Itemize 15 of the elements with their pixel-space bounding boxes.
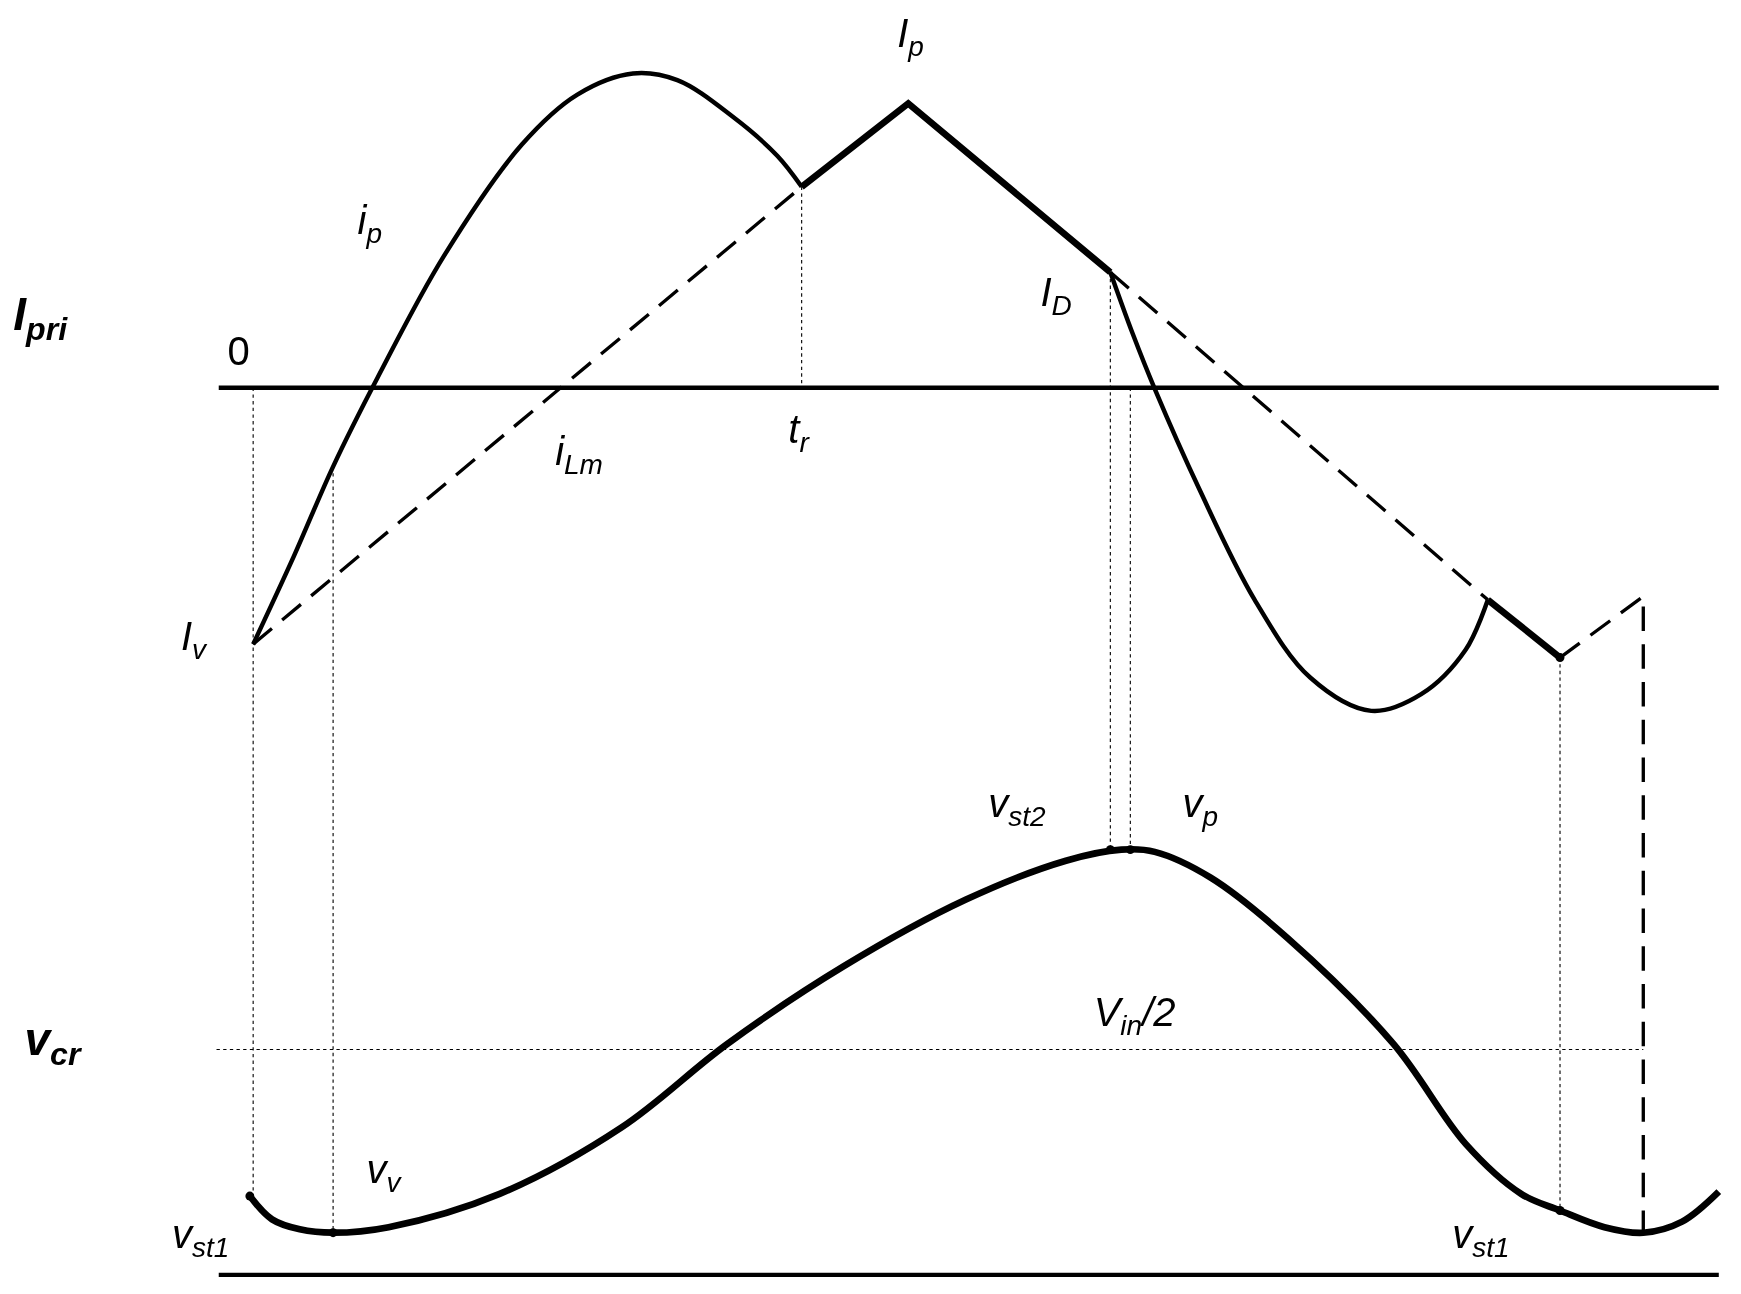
waveform-label: I$_{v}$ bbox=[180, 616, 207, 665]
waveform-label: i$_{Lm}$ bbox=[555, 430, 603, 479]
waveform-label: v$_{st2}$ bbox=[988, 782, 1046, 831]
waveform-label: v$_{st1}$ bbox=[172, 1213, 230, 1262]
waveform-label: I$_{p}$ bbox=[897, 13, 924, 62]
waveform-label: v$_{v}$ bbox=[366, 1149, 401, 1198]
axis-label: 0 bbox=[227, 330, 250, 371]
waveform-label: t$_{r}$ bbox=[788, 408, 809, 457]
waveform-label: v$_{p}$ bbox=[1182, 782, 1219, 831]
waveform-label: I$_{D}$ bbox=[1040, 272, 1072, 321]
waveform-label: v$_{cr}$ bbox=[24, 1015, 81, 1071]
waveform-label: I$_{pri}$ bbox=[13, 290, 68, 346]
waveform-label: i$_{p}$ bbox=[357, 199, 382, 248]
waveform-label: v$_{st1}$ bbox=[1452, 1213, 1510, 1262]
waveform-label: V$_{in}$/2 bbox=[1093, 991, 1176, 1040]
